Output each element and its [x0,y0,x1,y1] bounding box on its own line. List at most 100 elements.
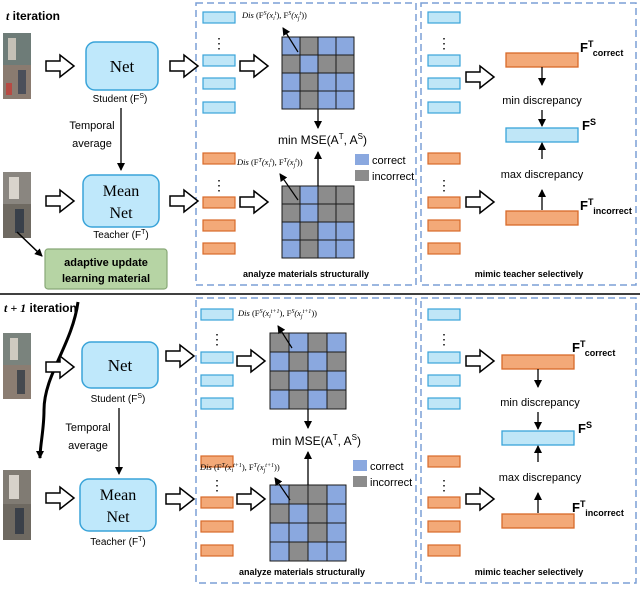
update-flow-arrow [36,301,80,459]
f-s-label: FS [582,117,596,133]
student-feature [505,127,579,143]
legend-correct-swatch-bottom [353,460,367,471]
teacher-net-label: Net [109,205,133,222]
hollow-arrow [165,486,196,512]
teacher-incorrect-feature-bottom [501,513,575,529]
mimic-label-bottom: mimic teacher selectively [475,567,584,577]
input-images-student-bottom [3,333,31,399]
student-affinity-grid-top [281,36,355,110]
average-label-bottom: average [68,440,108,452]
average-label: average [72,138,112,150]
dis-arrow [282,27,299,53]
min-discrepancy-label-bottom: min discrepancy [500,397,580,409]
legend-correct-swatch [355,154,369,165]
teacher-correct-feature [505,52,579,68]
min-mse-label-top: min MSE(AT, AS) [278,132,367,147]
dis-arrow [279,173,299,201]
svg-text:⋮: ⋮ [212,177,226,193]
f-s-label-bottom: FS [578,420,592,436]
svg-text:⋮: ⋮ [210,331,224,347]
legend-correct-label-bottom: correct [370,461,404,473]
hollow-arrow [45,485,76,511]
svg-text:⋮: ⋮ [437,177,451,193]
student-affinity-grid-bottom [269,332,347,410]
f-t-incorrect-label: FTincorrect [580,197,632,216]
teacher-feature-stack-top: ⋮ [202,152,236,255]
min-discrepancy-label-top: min discrepancy [502,95,582,107]
student-net-box [85,41,159,91]
svg-text:⋮: ⋮ [437,35,451,51]
dis-arrow [274,477,291,501]
hollow-arrow [165,343,196,369]
student-feature-stack-mimic-top: ⋮ [427,11,461,114]
input-images-teacher-bottom [3,470,31,540]
svg-text:⋮: ⋮ [437,477,451,493]
teacher-feature-stack-bottom: ⋮ [200,455,234,557]
hollow-arrow [45,354,76,380]
legend-incorrect-label-bottom: incorrect [370,477,412,489]
teacher-mean-label-bottom: Mean [100,487,136,504]
teacher-dis-formula-bottom: Dis (FT(xit+1), FT(xjt+1)) [199,462,280,474]
hollow-arrow [239,53,270,79]
teacher-label-bottom: Teacher (FT) [90,536,145,548]
hollow-arrow [45,188,76,214]
hollow-arrow [169,53,200,79]
adaptive-update-line1: adaptive update [64,257,148,269]
temporal-label: Temporal [69,120,114,132]
input-images-teacher-top [3,172,31,238]
iteration-bottom-label: t + 1 iteration [4,301,77,315]
legend-incorrect-label: incorrect [372,171,414,183]
hollow-arrow [236,348,267,374]
mimic-label-top: mimic teacher selectively [475,269,584,279]
adaptive-update-line2: learning material [62,273,150,285]
input-images-student-top [3,33,31,99]
hollow-arrow [465,348,496,374]
max-discrepancy-label-top: max discrepancy [501,169,584,181]
teacher-affinity-grid-top [281,185,355,259]
mimic-panel-bottom [420,297,637,584]
student-feature-stack-top: ⋮ [202,11,236,114]
iteration-top-label: t iteration [6,9,60,23]
hollow-arrow [465,486,496,512]
hollow-arrow [465,64,496,90]
svg-text:⋮: ⋮ [212,35,226,51]
f-t-incorrect-label-bottom: FTincorrect [572,499,624,518]
analyze-panel-bottom [195,297,417,584]
adaptive-arrow [16,231,43,257]
teacher-dis-formula-top: Dis (FT(xit), FT(xjt)) [236,157,303,169]
analyze-label-bottom: analyze materials structurally [239,567,365,577]
student-feature-stack-mimic-bottom: ⋮ [427,308,461,410]
student-label: Student (FS) [93,93,148,105]
adaptive-update-box [44,248,168,290]
student-feature-stack-bottom: ⋮ [200,308,234,410]
student-dis-formula-bottom: Dis (FS(xit+1), FS(xjt+1)) [237,308,317,320]
hollow-arrow [239,189,270,215]
legend-correct-label: correct [372,155,406,167]
teacher-correct-feature-bottom [501,354,575,370]
mimic-panel-top [420,2,637,286]
legend-incorrect-swatch [355,170,369,181]
teacher-net-box [82,174,160,228]
teacher-mean-label: Mean [103,183,139,200]
teacher-affinity-grid-bottom [269,484,347,562]
temporal-label-bottom: Temporal [65,422,110,434]
teacher-net-box-bottom [79,478,157,532]
teacher-label: Teacher (FT) [93,229,148,241]
teacher-feature-stack-mimic-bottom: ⋮ [427,455,461,557]
student-feature-bottom [501,430,575,446]
legend-incorrect-swatch-bottom [353,476,367,487]
min-mse-label-bottom: min MSE(AT, AS) [272,433,361,448]
max-discrepancy-label-bottom: max discrepancy [499,472,582,484]
student-label-bottom: Student (FS) [91,393,146,405]
student-net-box-bottom [81,341,159,389]
hollow-arrow [465,189,496,215]
student-net-label-bottom: Net [108,356,133,375]
f-t-correct-label-bottom: FTcorrect [572,339,615,358]
hollow-arrow [169,188,200,214]
student-dis-formula-top: Dis (FS(xit), FS(xjt)) [241,10,307,22]
hollow-arrow [236,486,267,512]
svg-text:⋮: ⋮ [210,477,224,493]
analyze-panel-top [195,2,417,286]
hollow-arrow [45,53,76,79]
student-net-label: Net [110,57,135,76]
